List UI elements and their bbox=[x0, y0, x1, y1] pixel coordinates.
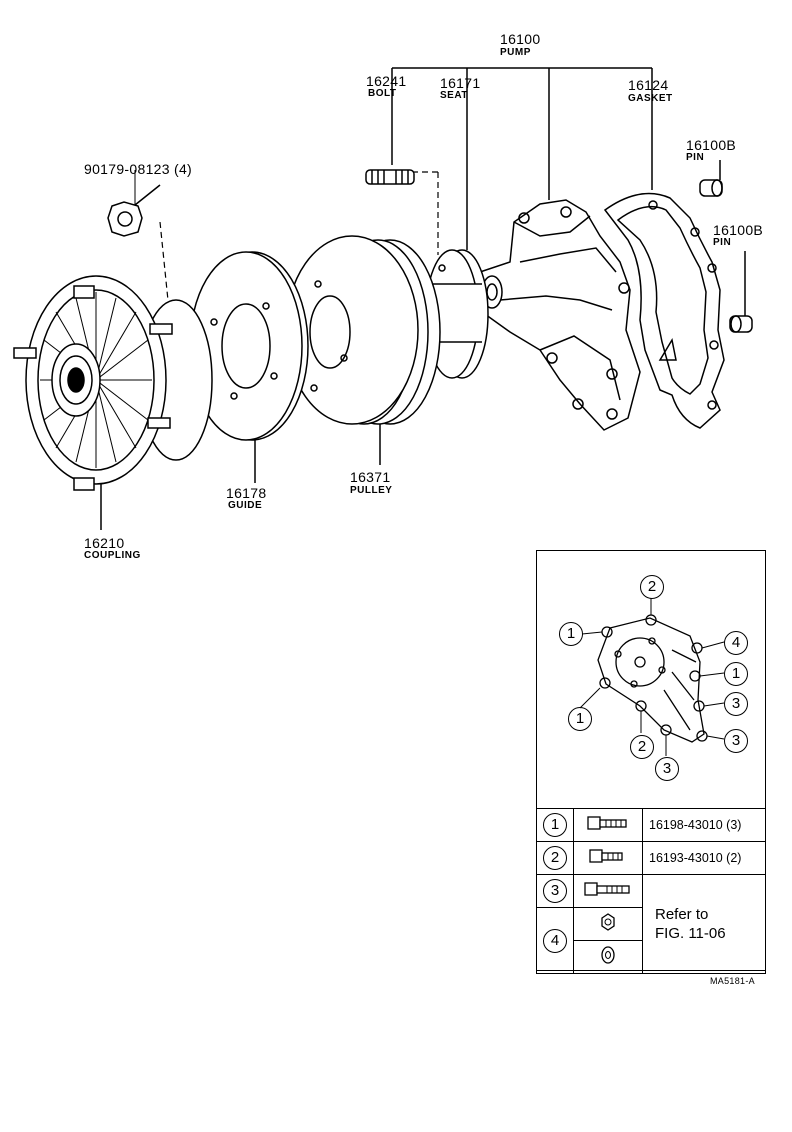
seat-number: 16171 bbox=[440, 75, 481, 91]
pulley-number: 16371 bbox=[350, 469, 391, 485]
legend-key: 3 bbox=[543, 879, 567, 903]
bolt-legend-table: 1 16198-43010 (3) 2 16193-43010 (2) 3 Re… bbox=[536, 808, 766, 974]
nut-drawing bbox=[107, 201, 143, 237]
inset-callout-6: 1 bbox=[568, 707, 592, 731]
coupling-name: COUPLING bbox=[84, 550, 141, 561]
legend-code: 16198-43010 (3) bbox=[642, 808, 766, 842]
bolt-icon bbox=[584, 881, 630, 896]
bolt-name: BOLT bbox=[368, 88, 397, 99]
washer-icon bbox=[601, 945, 615, 964]
gasket-name: GASKET bbox=[628, 93, 673, 104]
inset-callout-1: 2 bbox=[640, 575, 664, 599]
gasket-drawing bbox=[603, 192, 725, 429]
pins-drawing bbox=[699, 179, 753, 333]
bolt-icon bbox=[587, 815, 627, 830]
figure-code: MA5181-A bbox=[710, 976, 755, 986]
bolt-drawing bbox=[365, 169, 415, 185]
bolt-number: 16241 bbox=[366, 73, 407, 89]
pump-number: 16100 bbox=[500, 31, 541, 47]
refer-line-2: FIG. 11-06 bbox=[655, 925, 726, 942]
inset-callout-9: 3 bbox=[655, 757, 679, 781]
pump-drawing bbox=[479, 199, 641, 431]
legend-key: 2 bbox=[543, 846, 567, 870]
inset-callout-7: 2 bbox=[630, 735, 654, 759]
pin1-number: 16100B bbox=[686, 137, 737, 153]
pin2-number: 16100B bbox=[713, 222, 764, 238]
legend-row: 3 Refer to FIG. 11-06 bbox=[536, 874, 766, 974]
legend-code: 16193-43010 (2) bbox=[642, 841, 766, 875]
inset-callout-3: 4 bbox=[724, 631, 748, 655]
pin1-name: PIN bbox=[686, 152, 705, 163]
guide-name: GUIDE bbox=[228, 500, 263, 511]
legend-row: 2 16193-43010 (2) bbox=[536, 841, 766, 875]
legend-row: 1 16198-43010 (3) bbox=[536, 808, 766, 842]
inset-callout-8: 3 bbox=[724, 729, 748, 753]
legend-row: 4 bbox=[536, 907, 766, 974]
refer-line-1: Refer to bbox=[655, 905, 709, 923]
pin2-name: PIN bbox=[713, 237, 732, 248]
guide-drawing bbox=[189, 251, 309, 441]
nut-icon bbox=[601, 912, 615, 931]
guide-number: 16178 bbox=[226, 485, 267, 501]
seat-name: SEAT bbox=[440, 90, 468, 101]
coupling-number: 16210 bbox=[84, 535, 125, 551]
gasket-number: 16124 bbox=[628, 77, 669, 93]
inset-callout-2: 1 bbox=[559, 622, 583, 646]
legend-key: 1 bbox=[543, 813, 567, 837]
bolt-icon bbox=[589, 848, 623, 863]
inset-callout-4: 1 bbox=[724, 662, 748, 686]
nut-number: 90179-08123 (4) bbox=[84, 161, 193, 177]
pulley-drawing bbox=[285, 235, 441, 425]
coupling-drawing bbox=[13, 275, 213, 491]
pump-name: PUMP bbox=[500, 47, 531, 58]
pulley-name: PULLEY bbox=[350, 485, 393, 496]
leader-lines bbox=[100, 67, 746, 530]
legend-row bbox=[537, 940, 766, 974]
inset-callout-5: 3 bbox=[724, 692, 748, 716]
legend-key: 4 bbox=[543, 928, 567, 953]
